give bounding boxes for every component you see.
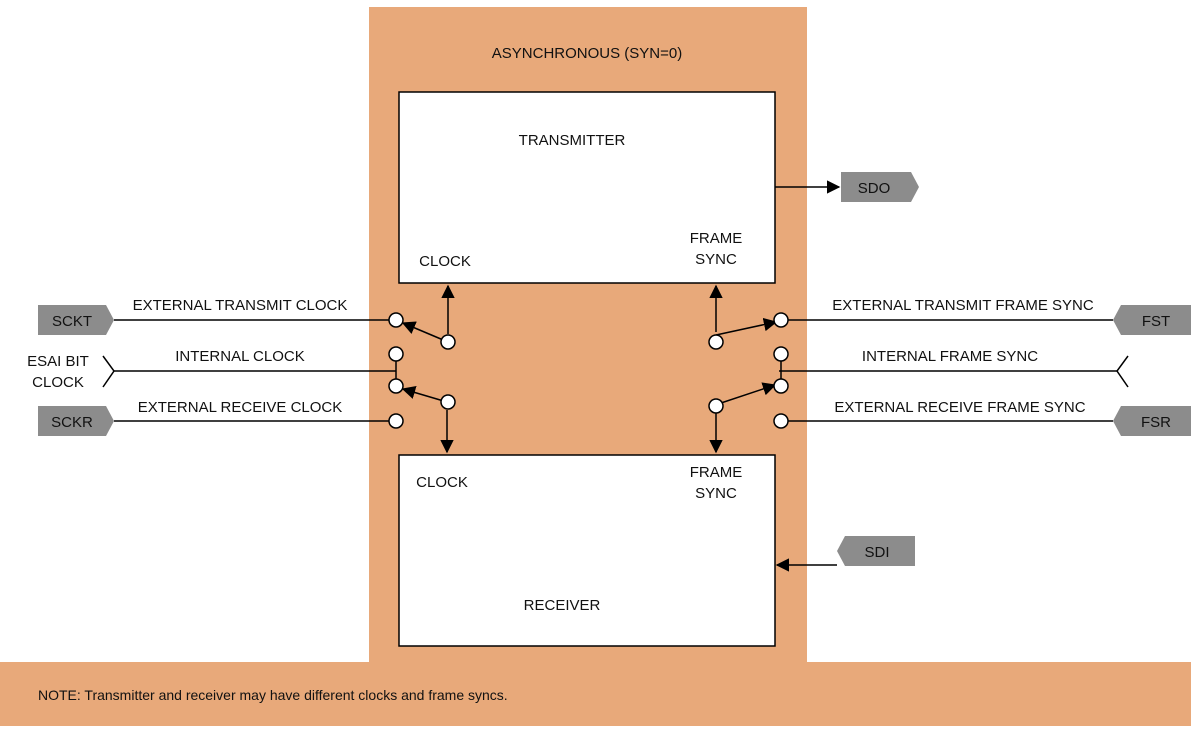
receiver-label: RECEIVER bbox=[524, 597, 601, 614]
sdi-pin bbox=[837, 536, 915, 566]
node-int-clock-top bbox=[388, 346, 404, 362]
sckr-pin bbox=[38, 406, 114, 436]
receiver-frame-label: FRAME bbox=[690, 464, 743, 481]
node-ext-rx-clock bbox=[388, 413, 404, 429]
node-rx-clock-pivot bbox=[440, 394, 456, 410]
sckt-pin bbox=[38, 305, 114, 335]
sckt-label: SCKT bbox=[52, 313, 92, 330]
receiver-box bbox=[398, 454, 776, 647]
node-ext-tx-clock bbox=[388, 312, 404, 328]
diagram-title: ASYNCHRONOUS (SYN=0) bbox=[492, 45, 682, 62]
esai-bit-connector bbox=[102, 355, 115, 388]
node-int-fs-top bbox=[773, 346, 789, 362]
transmitter-frame-label: FRAME bbox=[690, 230, 743, 247]
fst-label: FST bbox=[1142, 313, 1170, 330]
fsr-pin bbox=[1113, 406, 1191, 436]
tx-fs-switch-arrow bbox=[715, 317, 778, 336]
node-tx-clock-pivot bbox=[440, 334, 456, 350]
receiver-sync-label: SYNC bbox=[695, 485, 737, 502]
node-ext-tx-fs bbox=[773, 312, 789, 328]
rx-clock-switch-arrow bbox=[401, 385, 448, 403]
ext-tx-clock-label: EXTERNAL TRANSMIT CLOCK bbox=[133, 297, 348, 314]
transmitter-sync-label: SYNC bbox=[695, 251, 737, 268]
ext-tx-fs-label: EXTERNAL TRANSMIT FRAME SYNC bbox=[832, 297, 1094, 314]
int-fs-label: INTERNAL FRAME SYNC bbox=[862, 348, 1038, 365]
node-tx-fs-pivot bbox=[708, 334, 724, 350]
int-fs-connector bbox=[1116, 355, 1129, 388]
int-clock-label: INTERNAL CLOCK bbox=[175, 348, 304, 365]
receiver-clock-label: CLOCK bbox=[416, 474, 468, 491]
node-int-fs-bottom bbox=[773, 378, 789, 394]
ext-rx-clock-label: EXTERNAL RECEIVE CLOCK bbox=[138, 399, 343, 416]
ext-rx-fs-label: EXTERNAL RECEIVE FRAME SYNC bbox=[834, 399, 1085, 416]
transmitter-clock-label: CLOCK bbox=[419, 253, 471, 270]
sdo-pin bbox=[841, 172, 919, 202]
esai-bit-label-2: CLOCK bbox=[32, 374, 84, 391]
note-bar bbox=[0, 662, 1191, 726]
sckr-label: SCKR bbox=[51, 414, 93, 431]
sdo-label: SDO bbox=[858, 180, 891, 197]
transmitter-box bbox=[398, 91, 776, 284]
node-rx-fs-pivot bbox=[708, 398, 724, 414]
rx-fs-switch-arrow bbox=[717, 382, 777, 405]
node-ext-rx-fs bbox=[773, 413, 789, 429]
fsr-label: FSR bbox=[1141, 414, 1171, 431]
transmitter-label: TRANSMITTER bbox=[519, 132, 626, 149]
fst-pin bbox=[1113, 305, 1191, 335]
node-int-clock-bottom bbox=[388, 378, 404, 394]
tx-clock-switch-arrow bbox=[401, 321, 449, 343]
note-text: NOTE: Transmitter and receiver may have … bbox=[38, 687, 508, 703]
sdi-label: SDI bbox=[864, 544, 889, 561]
esai-bit-label-1: ESAI BIT bbox=[27, 353, 89, 370]
